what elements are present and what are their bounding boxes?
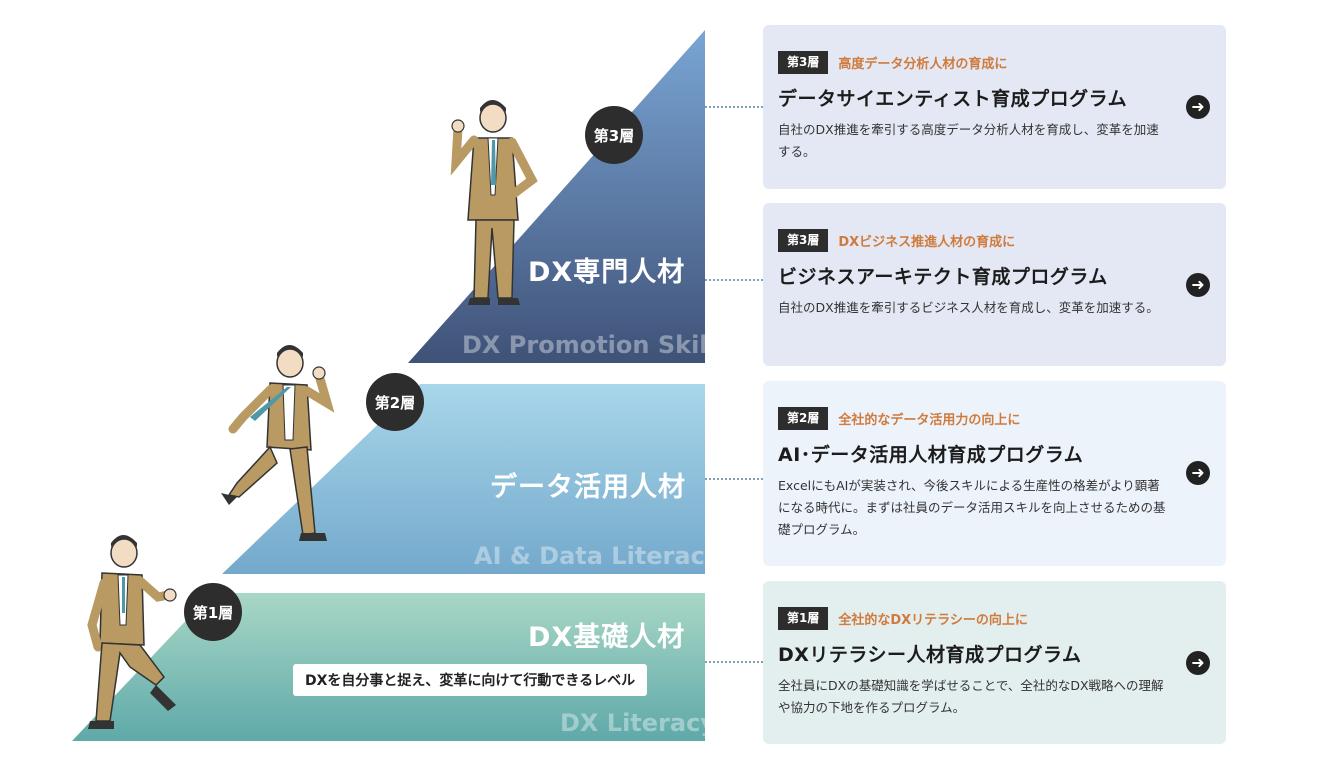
card-layer-badge: 第3層 bbox=[778, 229, 828, 252]
businessman-climbing-illustration bbox=[80, 535, 190, 740]
card-description: 自社のDX推進を牽引する高度データ分析人材を育成し、変革を加速する。 bbox=[778, 119, 1166, 163]
tier-3-layer-badge: 第3層 bbox=[585, 106, 643, 164]
program-card-business-architect[interactable]: 第3層 DXビジネス推進人材の育成に ビジネスアーキテクト育成プログラム 自社の… bbox=[763, 203, 1226, 366]
card-layer-badge: 第3層 bbox=[778, 51, 828, 74]
card-target: 高度データ分析人材の育成に bbox=[838, 53, 1007, 72]
tier-2-layer-badge: 第2層 bbox=[366, 373, 424, 431]
tier-1-english: DX Literacy bbox=[560, 709, 705, 737]
card-target: DXビジネス推進人材の育成に bbox=[838, 231, 1015, 250]
program-card-data-scientist[interactable]: 第3層 高度データ分析人材の育成に データサイエンティスト育成プログラム 自社の… bbox=[763, 25, 1226, 189]
arrow-right-circle-icon[interactable]: ➜ bbox=[1186, 273, 1210, 297]
connector-card-4 bbox=[705, 661, 763, 663]
arrow-right-circle-icon[interactable]: ➜ bbox=[1186, 461, 1210, 485]
arrow-right-circle-icon[interactable]: ➜ bbox=[1186, 95, 1210, 119]
card-layer-badge: 第1層 bbox=[778, 607, 828, 630]
tier-2-title: データ活用人材 bbox=[490, 465, 686, 504]
card-layer-badge: 第2層 bbox=[778, 407, 828, 430]
tier-3-title: DX専門人材 bbox=[528, 250, 685, 289]
card-program-title: DXリテラシー人材育成プログラム bbox=[778, 640, 1166, 667]
card-description: 全社員にDXの基礎知識を学ばせることで、全社的なDX戦略への理解や協力の下地を作… bbox=[778, 675, 1166, 719]
card-program-title: データサイエンティスト育成プログラム bbox=[778, 84, 1166, 111]
connector-card-1 bbox=[705, 106, 763, 108]
connector-card-2 bbox=[705, 279, 763, 281]
tier-1-level-note: DXを自分事と捉え、変革に向けて行動できるレベル bbox=[293, 664, 647, 696]
card-program-title: AI･データ活用人材育成プログラム bbox=[778, 440, 1166, 467]
tier-2-english: AI & Data Literacy bbox=[474, 542, 705, 570]
tier-1-title: DX基礎人材 bbox=[528, 615, 685, 654]
card-description: 自社のDX推進を牽引するビジネス人材を育成し、変革を加速する。 bbox=[778, 297, 1166, 319]
program-card-dx-literacy[interactable]: 第1層 全社的なDXリテラシーの向上に DXリテラシー人材育成プログラム 全社員… bbox=[763, 581, 1226, 744]
tier-1-layer-badge: 第1層 bbox=[184, 583, 242, 641]
card-description: ExcelにもAIが実装され、今後スキルによる生産性の格差がより顕著になる時代に… bbox=[778, 475, 1166, 541]
card-target: 全社的なデータ活用力の向上に bbox=[838, 409, 1020, 428]
businessman-standing-illustration bbox=[440, 100, 550, 315]
program-card-ai-data[interactable]: 第2層 全社的なデータ活用力の向上に AI･データ活用人材育成プログラム Exc… bbox=[763, 381, 1226, 566]
connector-card-3 bbox=[705, 478, 763, 480]
tier-3-english: DX Promotion Skill bbox=[462, 331, 705, 359]
card-program-title: ビジネスアーキテクト育成プログラム bbox=[778, 262, 1166, 289]
businessman-running-illustration bbox=[215, 345, 345, 550]
card-target: 全社的なDXリテラシーの向上に bbox=[838, 609, 1028, 628]
arrow-right-circle-icon[interactable]: ➜ bbox=[1186, 651, 1210, 675]
